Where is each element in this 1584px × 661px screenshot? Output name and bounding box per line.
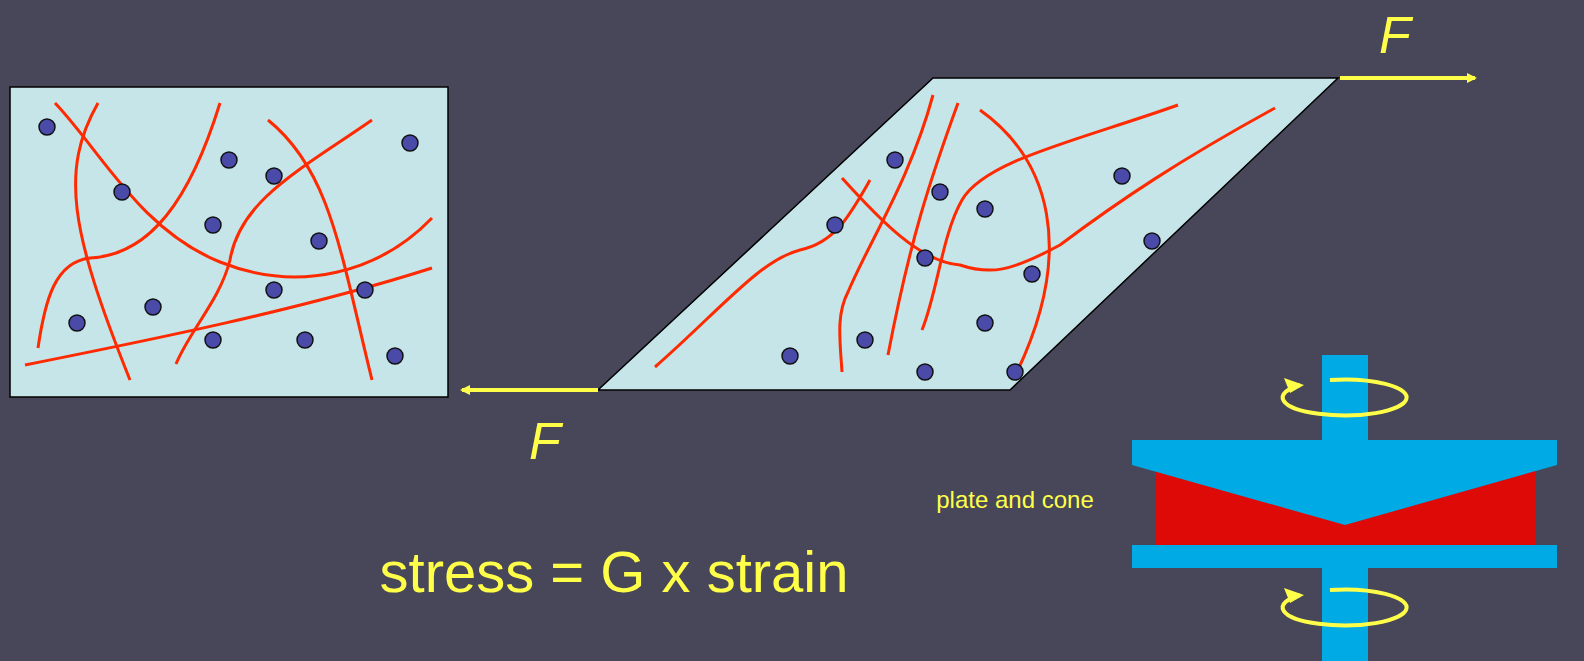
plate-and-cone-rheometer <box>1132 355 1557 661</box>
instrument-label: plate and cone <box>936 487 1093 513</box>
force-label: F <box>1379 7 1411 64</box>
equation: stress = G x strain <box>380 540 849 604</box>
polymer-chains <box>655 95 1275 372</box>
cone <box>1132 440 1557 525</box>
upper-shaft <box>1322 355 1368 445</box>
rotation-arrowhead <box>1284 378 1304 393</box>
force-label: F <box>529 413 561 470</box>
particles <box>39 119 418 364</box>
sheared-block <box>598 78 1338 390</box>
lower-shaft <box>1322 566 1368 661</box>
sample-block <box>10 87 448 397</box>
force-arrow <box>1340 76 1475 80</box>
polymer-chains <box>25 103 432 380</box>
sheared-gel <box>598 78 1338 390</box>
plate <box>1132 545 1557 568</box>
particles <box>782 152 1160 380</box>
rotation-arrowhead <box>1284 588 1304 603</box>
force-arrow <box>462 388 598 392</box>
unstrained-gel <box>10 87 448 397</box>
